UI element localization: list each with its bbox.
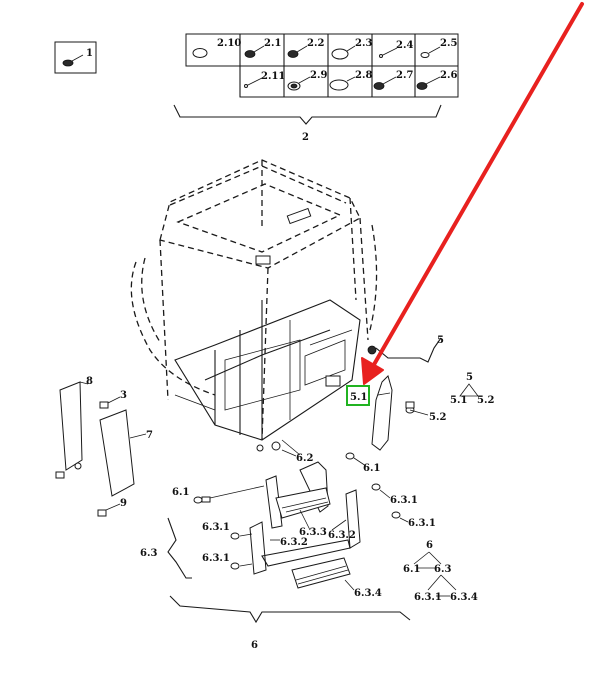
pointer-arrow-icon — [361, 2, 584, 385]
callout-table-2: 2.10 2.1 2.2 2.3 2.4 2.5 — [185, 33, 459, 98]
label-7: 7 — [146, 430, 153, 441]
label-6-3-4: 6.3.4 — [354, 588, 382, 599]
cell-2-2[interactable]: 2.2 — [287, 38, 324, 58]
label-6-3-2-b: 6.3.2 — [328, 530, 356, 541]
label-2-4: 2.4 — [396, 40, 413, 51]
label-6-3-2-a: 6.3.2 — [280, 537, 308, 548]
tree-6-grandchild-1: 6.3.1 — [414, 592, 442, 603]
label-1: 1 — [86, 48, 93, 59]
label-6-3-1-b: 6.3.1 — [408, 518, 436, 529]
label-6-1-right: 6.1 — [363, 463, 380, 474]
step-assembly-drawing — [193, 452, 401, 589]
label-6-3-1-d: 6.3.1 — [202, 553, 230, 564]
label-8: 8 — [86, 376, 93, 387]
tree-5-root: 5 — [466, 372, 473, 383]
label-6-3: 6.3 — [140, 548, 157, 559]
handle-assembly-drawing — [371, 375, 415, 451]
cab-frame-drawing — [130, 159, 378, 456]
cell-2-7[interactable]: 2.7 — [373, 70, 413, 90]
label-2-1: 2.1 — [264, 38, 281, 49]
label-2-7: 2.7 — [396, 70, 413, 81]
label-5-2-main: 5.2 — [429, 412, 446, 423]
cell-2-8[interactable]: 2.8 — [329, 70, 372, 91]
tree-6: 6 6.1 6.3 6.3.1 6.3.4 — [403, 540, 478, 603]
tree-5-child-2: 5.2 — [477, 395, 494, 406]
cell-2-10[interactable]: 2.10 — [192, 38, 241, 58]
label-6-3-1-a: 6.3.1 — [390, 495, 418, 506]
label-2-3: 2.3 — [355, 38, 372, 49]
label-2-11: 2.11 — [261, 71, 285, 82]
highlight-box-5-1[interactable]: 5.1 — [346, 385, 370, 406]
label-2-9: 2.9 — [310, 70, 327, 81]
tree-6-grandchild-2: 6.3.4 — [450, 592, 478, 603]
step-leaders — [209, 449, 409, 591]
cell-2-9[interactable]: 2.9 — [287, 70, 327, 91]
label-6-1-left: 6.1 — [172, 487, 189, 498]
bracket-5: 5 — [375, 335, 444, 363]
label-2-5: 2.5 — [440, 38, 457, 49]
label-2-10: 2.10 — [217, 38, 241, 49]
cell-2-1[interactable]: 2.1 — [244, 38, 281, 58]
label-2-6: 2.6 — [440, 70, 457, 81]
label-6-2: 6.2 — [296, 453, 313, 464]
label-2-2: 2.2 — [307, 38, 324, 49]
label-9: 9 — [120, 498, 127, 509]
cell-2-5[interactable]: 2.5 — [420, 38, 457, 58]
tree-5: 5 5.1 5.2 — [450, 372, 494, 406]
cell-2-4[interactable]: 2.4 — [379, 40, 414, 58]
label-2: 2 — [302, 132, 309, 143]
bracket-6-3: 6.3 — [140, 517, 192, 579]
cell-2-3[interactable]: 2.3 — [331, 38, 372, 60]
label-3: 3 — [120, 390, 127, 401]
label-6: 6 — [251, 640, 258, 651]
bracket-2: 2 — [173, 104, 442, 143]
label-2-8: 2.8 — [355, 70, 372, 81]
tree-6-child-2: 6.3 — [434, 564, 451, 575]
tree-6-root: 6 — [426, 540, 433, 551]
tree-6-child-1: 6.1 — [403, 564, 420, 575]
label-6-3-1-c: 6.3.1 — [202, 522, 230, 533]
tree-5-child-1: 5.1 — [450, 395, 467, 406]
label-5: 5 — [437, 335, 444, 346]
label-6-3-3: 6.3.3 — [299, 527, 327, 538]
side-panel-8-drawing: 8 — [55, 376, 93, 479]
cell-2-11[interactable]: 2.11 — [244, 71, 286, 88]
bracket-6: 6 — [169, 595, 411, 651]
grommet-icon — [62, 59, 74, 67]
side-panel-7-drawing: 3 7 9 — [97, 390, 153, 517]
callout-box-1[interactable]: 1 — [54, 41, 97, 74]
cell-2-6[interactable]: 2.6 — [416, 70, 457, 90]
label-5-1-highlighted: 5.1 — [350, 392, 367, 403]
